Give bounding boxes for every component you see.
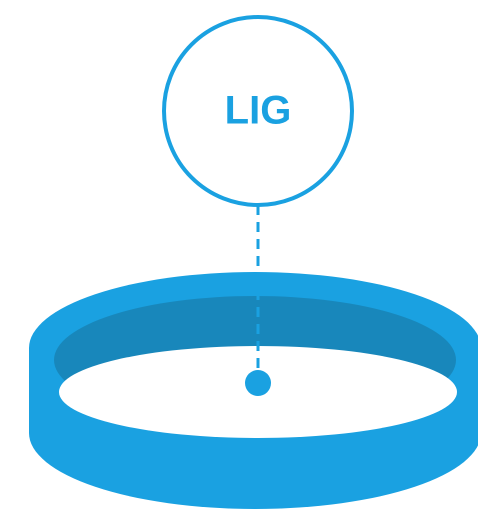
marker-dot xyxy=(245,370,271,396)
label-circle xyxy=(162,15,354,207)
label-text: LIG xyxy=(225,89,292,133)
